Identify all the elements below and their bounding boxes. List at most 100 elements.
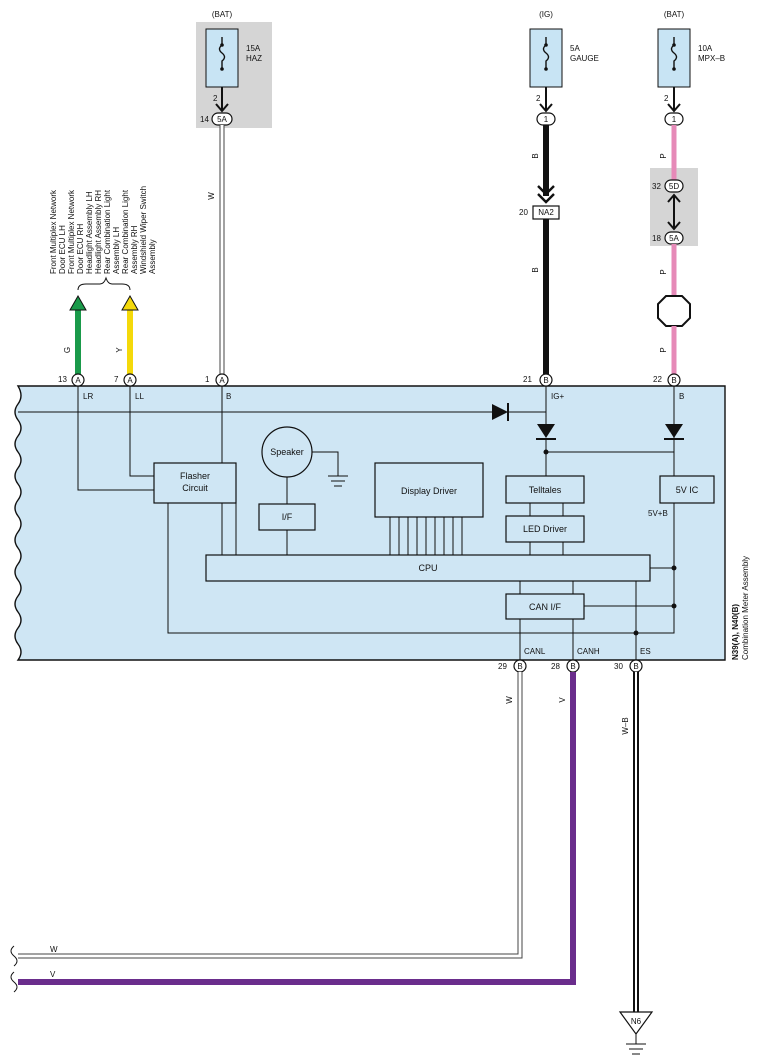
flasher-label-1: Flasher (180, 471, 210, 481)
ic5v-block (659, 475, 715, 504)
fuse-haz-terminal-bottom (220, 67, 224, 71)
top-conn-7-letter: A (127, 376, 133, 385)
wire-left-w-label: W (50, 945, 58, 954)
speaker-label: Speaker (270, 447, 304, 457)
splice-octagon-icon (657, 295, 691, 327)
destination-9: Assembly RH (130, 225, 139, 274)
bottom-pin-29: 29 (498, 662, 507, 671)
fuse-haz-terminal-top (220, 43, 224, 47)
led-driver-label: LED Driver (523, 524, 567, 534)
fuse-mpx-name: MPX–B (698, 54, 725, 63)
flasher-label-2: Circuit (182, 483, 208, 493)
fuse-haz-name: HAZ (246, 54, 262, 63)
ic5v-label: 5V IC (676, 485, 699, 495)
wire-green-arrow-icon (69, 294, 87, 311)
top-conn-21-letter: B (543, 376, 548, 385)
wire-green-label: G (63, 347, 72, 353)
flasher-circuit-block (153, 462, 237, 504)
top-label-ig: IG+ (551, 392, 564, 401)
display-driver-block (374, 462, 484, 518)
can-if-label: CAN I/F (529, 602, 562, 612)
meter-assembly-box (14, 385, 726, 661)
j5a-arrow-down-icon (667, 221, 681, 231)
if-label: I/F (282, 512, 293, 522)
fuse-haz: (BAT) 15A HAZ 2 14 5A (200, 10, 262, 126)
ground-n6-label: N6 (631, 1017, 642, 1026)
wire-yellow-arrow-icon (121, 294, 139, 311)
j5d-label: 5D (669, 182, 679, 191)
top-conn-1-letter: A (219, 376, 225, 385)
fuse-mpx-terminal-top (672, 43, 676, 47)
fuse-mpx-conn: 1 (672, 115, 677, 124)
wire-gauge-label-top: B (531, 153, 540, 158)
bottom-conn-29-letter: B (517, 662, 522, 671)
destination-8: Rear Combination Light (121, 189, 130, 274)
wire-mpx-label-bottom: P (659, 347, 668, 352)
fuse-gauge-terminal-top (544, 43, 548, 47)
top-pin-22: 22 (653, 375, 662, 384)
wire-canh-v (18, 672, 576, 985)
cpu-block (205, 554, 651, 582)
top-conn-22-letter: B (671, 376, 676, 385)
bottom-conn-28-letter: B (570, 662, 575, 671)
internal-wiring (18, 386, 675, 660)
junction-ig (543, 449, 549, 455)
fuse-gauge-conn: 1 (544, 115, 549, 124)
destination-brace-icon (77, 276, 131, 291)
top-label-b1: B (226, 392, 231, 401)
fuse-gauge-source: (IG) (539, 10, 553, 19)
wire-break-v-icon (10, 971, 18, 993)
j5d-pin: 32 (652, 182, 661, 191)
wire-mpx-label-top: P (659, 153, 668, 158)
fuse-mpx-b: (BAT) 10A MPX–B 2 1 (657, 10, 725, 126)
fuse-gauge-rating: 5A (570, 44, 580, 53)
component-code: N39(A), N40(B) (731, 604, 740, 660)
bottom-pin-28: 28 (551, 662, 560, 671)
speaker-circle (261, 426, 313, 478)
diode-ig-icon (536, 424, 556, 440)
fuse-mpx-terminal-bottom (672, 67, 676, 71)
fuse-haz-conn: 5A (217, 115, 227, 124)
bottom-pin-30: 30 (614, 662, 623, 671)
if-block (258, 503, 316, 531)
na2-label: NA2 (538, 208, 554, 217)
top-connectors: 13 A LR 7 A LL 1 A B 21 B IG+ 22 B B (58, 373, 684, 401)
fuse-haz-pin: 2 (213, 94, 218, 103)
top-pin-1: 1 (205, 375, 210, 384)
top-label-lr: LR (83, 392, 93, 401)
ground-symbol-icon (328, 475, 348, 487)
v5b-label: 5V+B (648, 509, 668, 518)
ground-n6-icon (626, 1043, 646, 1055)
fuse-haz-rating: 15A (246, 44, 261, 53)
bottom-conn-30-letter: B (633, 662, 638, 671)
wire-es-label: W–B (621, 717, 630, 734)
fuse-haz-conn-pin: 14 (200, 115, 209, 124)
fuse-haz-box (205, 28, 239, 88)
wire-canl-label: W (505, 696, 514, 704)
fuse-mpx-rating: 10A (698, 44, 713, 53)
wire-mpx-label-mid: P (659, 269, 668, 274)
destination-7: Assembly LH (112, 227, 121, 274)
j5a-pin: 18 (652, 234, 661, 243)
led-driver-block (505, 515, 585, 543)
diode-5v-icon (664, 424, 684, 440)
bottom-label-es: ES (640, 647, 651, 656)
fuse-gauge-pin: 2 (536, 94, 541, 103)
top-label-b2: B (679, 392, 684, 401)
j5a-label: 5A (669, 234, 679, 243)
component-name: Combination Meter Assembly (741, 556, 750, 660)
top-label-ll: LL (135, 392, 144, 401)
junction-cpu-5v (671, 565, 677, 571)
destination-4: Headlight Assembly LH (85, 191, 94, 274)
telltales-block (505, 475, 585, 504)
destination-10: Windshield Wiper Switch (139, 186, 148, 274)
cpu-label: CPU (418, 563, 437, 573)
wire-haz-label: W (207, 192, 216, 200)
destination-2: Front Multiplex Network (67, 189, 76, 274)
fuse-gauge-name: GAUGE (570, 54, 599, 63)
j5d-connector (664, 179, 684, 193)
destination-3: Door ECU RH (76, 224, 85, 274)
destination-6: Rear Combination Light (103, 189, 112, 274)
wire-canl-w (18, 672, 523, 959)
destination-1: Door ECU LH (58, 225, 67, 274)
